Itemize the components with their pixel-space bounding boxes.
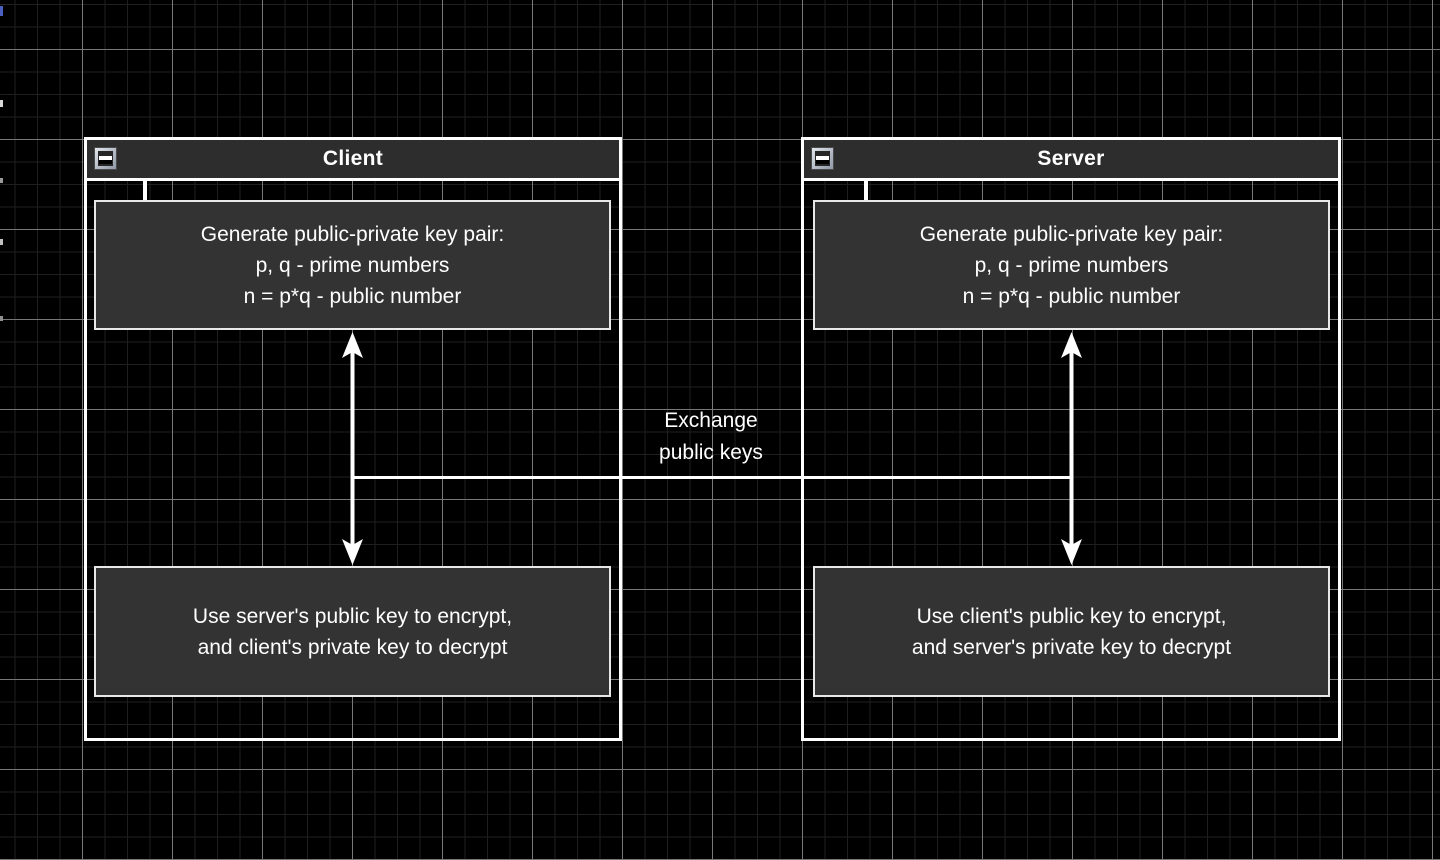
client-keygen-box[interactable]: Generate public-private key pair: p, q -… — [94, 200, 611, 330]
edge-artifact — [0, 316, 3, 321]
exchange-label-line: Exchange — [664, 409, 758, 432]
minus-icon — [98, 151, 113, 166]
server-usage-box[interactable]: Use client's public key to encrypt, and … — [813, 566, 1330, 697]
minus-glyph-highlight — [99, 156, 112, 160]
usage-line: and server's private key to decrypt — [911, 635, 1232, 659]
server-keygen-box[interactable]: Generate public-private key pair: p, q -… — [813, 200, 1330, 330]
client-container[interactable]: Client Generate public-private key pair:… — [84, 137, 622, 741]
server-titlebar[interactable]: Server — [804, 140, 1338, 181]
minus-glyph-highlight — [816, 156, 829, 160]
exchange-label-line: public keys — [659, 441, 763, 464]
client-title-connector — [143, 178, 147, 201]
keygen-line: n = p*q - public number — [962, 284, 1181, 308]
server-container[interactable]: Server Generate public-private key pair:… — [801, 137, 1341, 741]
edge-artifact — [0, 6, 3, 16]
keygen-line: Generate public-private key pair: — [919, 222, 1224, 246]
usage-line: Use client's public key to encrypt, — [916, 604, 1227, 628]
client-title: Client — [322, 147, 384, 170]
keygen-line: p, q - prime numbers — [255, 253, 450, 277]
edge-artifact — [0, 239, 3, 245]
edge-artifact — [0, 178, 3, 183]
exchange-label[interactable]: Exchange public keys — [611, 405, 811, 469]
minus-glyph-shadow — [99, 160, 112, 164]
keygen-line: p, q - prime numbers — [974, 253, 1169, 277]
client-usage-box[interactable]: Use server's public key to encrypt, and … — [94, 566, 611, 697]
keygen-line: Generate public-private key pair: — [200, 222, 505, 246]
usage-line: and client's private key to decrypt — [197, 635, 508, 659]
usage-line: Use server's public key to encrypt, — [192, 604, 513, 628]
server-title: Server — [1037, 147, 1105, 170]
minus-glyph-shadow — [816, 160, 829, 164]
minus-icon — [815, 151, 830, 166]
server-title-connector — [864, 178, 868, 201]
edge-artifact — [0, 100, 3, 107]
collapse-button[interactable] — [811, 147, 834, 170]
client-titlebar[interactable]: Client — [87, 140, 619, 181]
collapse-button[interactable] — [94, 147, 117, 170]
keygen-line: n = p*q - public number — [243, 284, 462, 308]
